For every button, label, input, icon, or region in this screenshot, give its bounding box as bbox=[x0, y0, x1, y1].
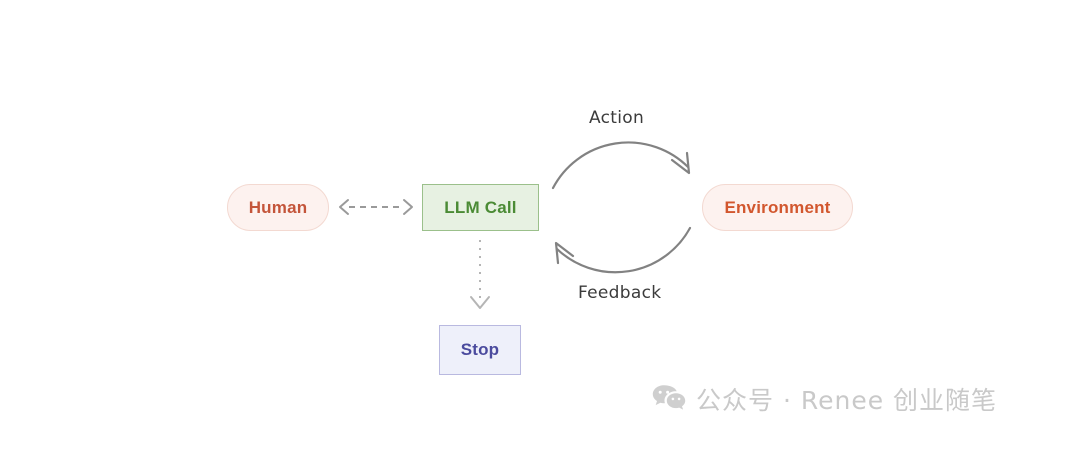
wechat-icon bbox=[652, 385, 686, 410]
edge-action bbox=[551, 141, 691, 190]
node-environment[interactable]: Environment bbox=[702, 184, 853, 231]
edge-llm-stop bbox=[470, 240, 490, 309]
edge-human-llm bbox=[339, 199, 413, 215]
node-stop-label: Stop bbox=[460, 340, 500, 359]
node-human[interactable]: Human bbox=[227, 184, 329, 231]
node-llm-call[interactable]: LLM Call bbox=[422, 184, 539, 231]
edge-feedback-label: Feedback bbox=[578, 283, 662, 303]
node-llm-call-label: LLM Call bbox=[444, 197, 517, 217]
node-environment-label: Environment bbox=[724, 197, 831, 217]
node-human-label: Human bbox=[248, 197, 308, 217]
edge-feedback bbox=[554, 226, 692, 274]
watermark: 公众号 · Renee 创业随笔 bbox=[652, 381, 997, 417]
watermark-text: 公众号 · Renee 创业随笔 bbox=[696, 386, 998, 415]
node-stop[interactable]: Stop bbox=[439, 325, 521, 375]
edge-action-label: Action bbox=[589, 108, 645, 128]
